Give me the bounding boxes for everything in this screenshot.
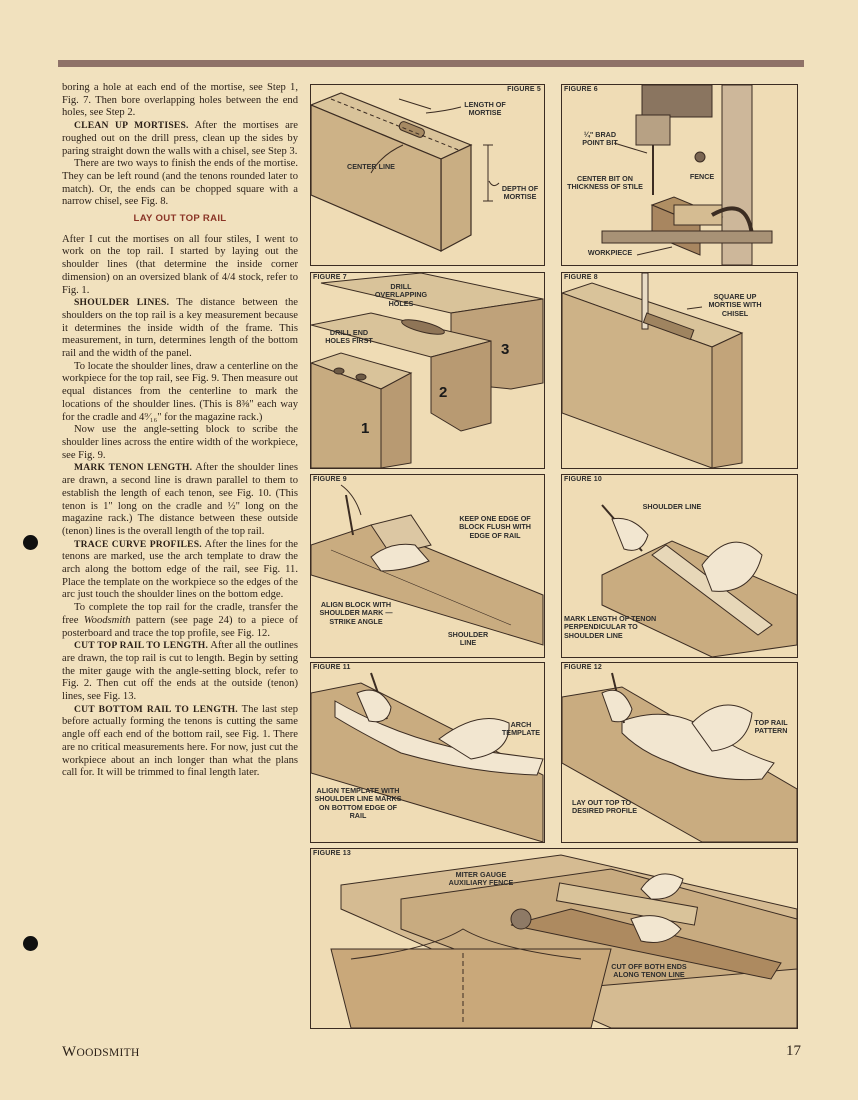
paragraph: CUT BOTTOM RAIL TO LENGTH. The last step… xyxy=(62,704,298,780)
callout-drill-overlapping-holes: DRILL OVERLAPPING HOLES xyxy=(374,282,428,308)
callout-center-line: CENTER LINE xyxy=(347,162,395,171)
callout-top-rail-pattern: TOP RAIL PATTERN xyxy=(754,718,788,736)
figure-label: FIGURE 11 xyxy=(313,664,351,671)
body-column: boring a hole at each end of the mortise… xyxy=(62,82,298,780)
callout-drill-end-holes: DRILL END HOLES FIRST xyxy=(325,328,373,346)
paragraph-text: The last step before actually forming th… xyxy=(62,703,298,779)
paragraph-text: After all the outlines are drawn, the to… xyxy=(62,640,299,703)
paragraph: SHOULDER LINES. The distance between the… xyxy=(62,297,298,361)
figure-13-drawing xyxy=(330,854,797,1028)
callout-align-block: ALIGN BLOCK WITH SHOULDER MARK — STRIKE … xyxy=(319,600,393,626)
run-in-head: CLEAN UP MORTISES. xyxy=(74,120,189,132)
figure-label: FIGURE 12 xyxy=(564,664,602,671)
paragraph-text: After the mortises are roughed out on th… xyxy=(62,120,298,157)
run-in-head: CUT BOTTOM RAIL TO LENGTH. xyxy=(74,703,238,715)
figure-10: FIGURE 10 SHOULDER LINE MARK LENGTH OF T… xyxy=(561,474,798,658)
figure-11-drawing xyxy=(311,672,544,842)
figure-label: FIGURE 7 xyxy=(313,274,347,281)
callout-keep-one-edge: KEEP ONE EDGE OF BLOCK FLUSH WITH EDGE O… xyxy=(459,514,531,540)
figure-5: FIGURE 5 LENGTH OF MORTISE DEPTH OF MORT… xyxy=(310,84,545,266)
callout-center-bit: CENTER BIT ON THICKNESS OF STILE xyxy=(567,174,643,192)
page-number: 17 xyxy=(786,1043,801,1059)
paragraph: MARK TENON LENGTH. After the shoulder li… xyxy=(62,462,298,538)
paragraph: CUT TOP RAIL TO LENGTH. After all the ou… xyxy=(62,640,298,704)
figure-label: FIGURE 8 xyxy=(564,274,598,281)
paragraph: boring a hole at each end of the mortise… xyxy=(62,82,298,119)
step-number: 3 xyxy=(501,341,510,358)
paragraph: To locate the shoulder lines, draw a cen… xyxy=(62,360,298,423)
figure-8: FIGURE 8 SQUARE UP MORTISE WITH CHISEL xyxy=(561,272,798,469)
magazine-initial: W xyxy=(62,1044,77,1060)
figure-12: FIGURE 12 TOP RAIL PATTERN LAY OUT TOP T… xyxy=(561,662,798,843)
magazine-name: WOODSMITH xyxy=(62,1044,140,1061)
callout-workpiece: WORKPIECE xyxy=(587,248,633,257)
figure-7: FIGURE 7 DRILL OVERLAPPING HOLES DRILL E… xyxy=(310,272,545,469)
figure-6: FIGURE 6 ¼" BRAD POINT BIT CENTER BIT ON… xyxy=(561,84,798,266)
magazine-rest: OODSMITH xyxy=(76,1047,140,1059)
figure-label: FIGURE 9 xyxy=(313,476,347,483)
figure-5-drawing xyxy=(311,92,500,252)
run-in-head: MARK TENON LENGTH. xyxy=(74,462,193,474)
callout-shoulder-line: SHOULDER LINE xyxy=(447,630,489,648)
callout-arch-template: ARCH TEMPLATE xyxy=(501,720,541,738)
callout-length-of-mortise: LENGTH OF MORTISE xyxy=(464,100,506,118)
paragraph-text: After the lines for the tenons are marke… xyxy=(62,538,298,601)
callout-shoulder-line: SHOULDER LINE xyxy=(642,502,702,511)
figure-label: FIGURE 13 xyxy=(313,850,351,857)
paragraph: To complete the top rail for the cradle,… xyxy=(62,602,298,640)
paragraph-text: pattern (see page 24) to a piece of post… xyxy=(62,614,298,639)
figure-6-drawing xyxy=(601,85,773,265)
binder-hole xyxy=(23,535,38,550)
step-number: 2 xyxy=(439,384,448,401)
paragraph: There are two ways to finish the ends of… xyxy=(62,158,298,208)
callout-fence: FENCE xyxy=(689,172,715,181)
run-in-head: CUT TOP RAIL TO LENGTH. xyxy=(74,640,209,652)
paragraph: CLEAN UP MORTISES. After the mortises ar… xyxy=(62,120,298,158)
section-heading: LAY OUT TOP RAIL xyxy=(133,213,227,225)
figure-label: FIGURE 10 xyxy=(564,476,602,483)
figure-label: FIGURE 5 xyxy=(507,86,541,93)
figure-12-drawing xyxy=(562,672,797,842)
magazine-name: Woodsmith xyxy=(83,614,131,626)
paragraph: After I cut the mortises on all four sti… xyxy=(62,233,298,296)
run-in-head: TRACE CURVE PROFILES. xyxy=(74,538,202,550)
callout-mark-length-of-tenon: MARK LENGTH OF TENON PERPENDICULAR TO SH… xyxy=(564,614,657,640)
top-rule xyxy=(58,60,804,67)
step-number: 1 xyxy=(361,420,370,437)
callout-depth-of-mortise: DEPTH OF MORTISE xyxy=(501,184,539,202)
figure-9-drawing xyxy=(311,484,544,646)
figure-11: FIGURE 11 ARCH TEMPLATE ALIGN TEMPLATE W… xyxy=(310,662,545,843)
callout-miter-gauge: MITER GAUGE AUXILIARY FENCE xyxy=(448,870,514,888)
figure-13: FIGURE 13 MITER GAUGE AUXILIARY FENCE CU… xyxy=(310,848,798,1029)
callout-align-template: ALIGN TEMPLATE WITH SHOULDER LINE MARKS … xyxy=(314,786,402,821)
callout-square-up-mortise: SQUARE UP MORTISE WITH CHISEL xyxy=(708,292,762,318)
callout-cut-off-both-ends: CUT OFF BOTH ENDS ALONG TENON LINE xyxy=(611,962,687,980)
figure-8-drawing xyxy=(562,273,744,468)
figure-9: FIGURE 9 KEEP ONE EDGE OF BLOCK FLUSH WI… xyxy=(310,474,545,658)
callout-brad-point-bit: ¼" BRAD POINT BIT xyxy=(582,130,618,148)
figure-10-drawing xyxy=(601,504,797,657)
paragraph-text: After the shoulder lines are drawn, a se… xyxy=(62,462,299,537)
callout-lay-out-top: LAY OUT TOP TO DESIRED PROFILE xyxy=(572,798,638,816)
figure-label: FIGURE 6 xyxy=(564,86,598,93)
paragraph: TRACE CURVE PROFILES. After the lines fo… xyxy=(62,539,298,603)
paragraph-text: To complete the top rail for the cradle,… xyxy=(62,602,298,626)
binder-hole xyxy=(23,936,38,951)
paragraph: Now use the angle-setting block to scrib… xyxy=(62,424,298,461)
figure-7-drawing xyxy=(311,273,544,468)
paragraph-text: The distance between the shoulders on th… xyxy=(62,297,298,360)
run-in-head: SHOULDER LINES. xyxy=(74,297,170,309)
